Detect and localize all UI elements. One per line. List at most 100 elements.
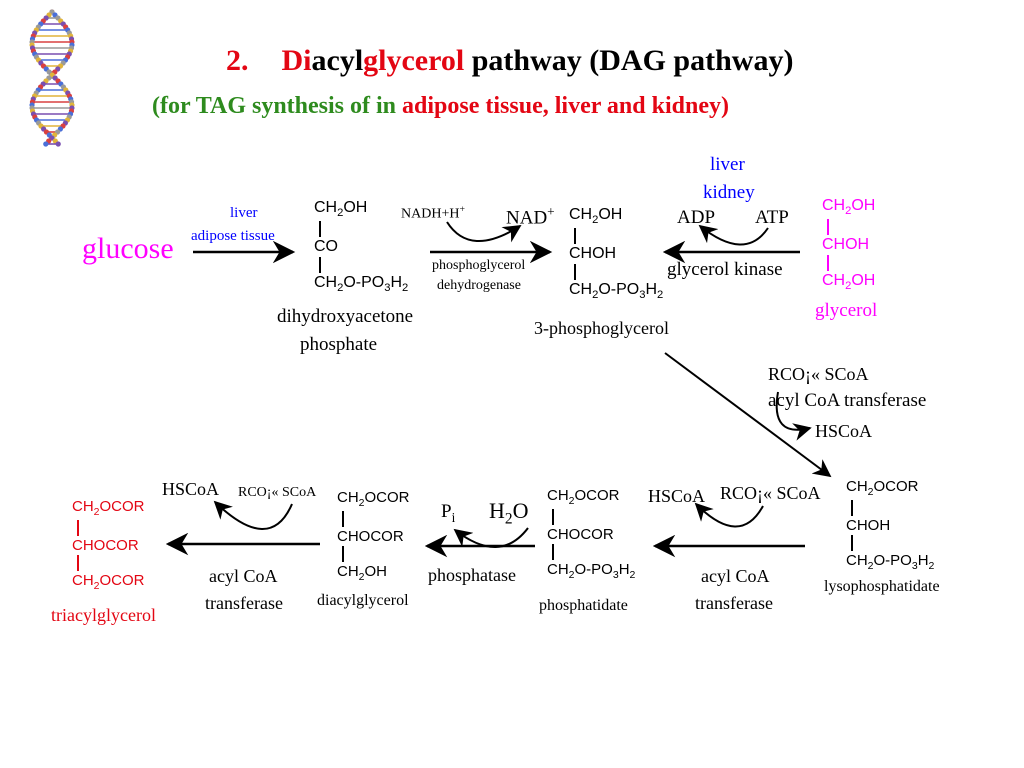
lyso-line-3: CH2O-PO3H2 (846, 551, 935, 572)
bond-line (822, 253, 875, 273)
dhap-line-2: CO (314, 238, 338, 256)
step3-out: HSCoA (648, 486, 706, 506)
title-di: Di (281, 44, 312, 77)
step3-enzyme-2: transferase (695, 593, 773, 613)
dag-structure: CH2OCOR CHOCOR CH2OH (337, 490, 410, 582)
tag-structure: CH2OCOR CHOCOR CH2OCOR (72, 499, 145, 591)
pi-label: Pi (441, 501, 455, 526)
bond-line (846, 533, 934, 553)
tag-name: triacylglycerol (51, 605, 156, 625)
nadh-text: NADH+H (401, 206, 460, 222)
arrow-atp-to-adp (698, 224, 769, 246)
arrow-rcoscoa-to-hscoa-2 (694, 502, 764, 528)
step5-in: RCO¡« SCoA (238, 485, 317, 500)
lyso-line-2: CHOH (846, 516, 891, 534)
dhap-structure: CH2OH CO CH2O-PO3H2 (314, 199, 409, 295)
nadh-label: NADH+H+ (401, 204, 465, 223)
g3p-structure: CH2OH CHOH CH2O-PO3H2 (569, 206, 664, 302)
dag-line-2: CHOCOR (337, 527, 404, 545)
adp-label: ADP (677, 207, 716, 228)
bond-line (569, 262, 663, 282)
water-label: H2O (489, 498, 529, 528)
title-number: 2. (226, 44, 249, 77)
bond-line (547, 507, 635, 527)
nadh-sup: + (459, 204, 465, 215)
bond-line (72, 518, 145, 538)
page-subtitle: (for TAG synthesis of in adipose tissue,… (152, 93, 729, 120)
pa-line-2: CHOCOR (547, 525, 614, 543)
pa-name: phosphatidate (539, 597, 628, 614)
pa-line-1: CH2OCOR (547, 487, 620, 507)
glycerol-line-2: CHOH (822, 236, 870, 254)
dhap-line-3: CH2O-PO3H2 (314, 274, 409, 295)
g3p-line-2: CHOH (569, 245, 617, 263)
bond-line (337, 509, 410, 529)
bond-line (846, 498, 934, 518)
arrow-rcoscoa-to-hscoa-3 (213, 500, 293, 530)
page-title: 2. Diacylglycerol pathway (DAG pathway) (226, 44, 793, 78)
arrow-nadh-to-nad (446, 221, 522, 243)
dag-line-3: CH2OH (337, 562, 388, 583)
g3p-name: 3-phosphoglycerol (534, 318, 669, 338)
step5-out: HSCoA (162, 479, 220, 499)
step2-product: HSCoA (815, 421, 873, 441)
dhap-name-2: phosphate (300, 334, 378, 355)
step2-substrate: RCO¡« SCoA (768, 364, 869, 384)
lyso-name: lysophosphatidate (824, 578, 940, 595)
nad-sup: + (547, 204, 555, 219)
lyso-line-1: CH2OCOR (846, 478, 919, 498)
pa-line-3: CH2O-PO3H2 (547, 560, 636, 581)
kinase-site-kidney: kidney (703, 182, 755, 203)
glucose-site-adipose: adipose tissue (191, 228, 275, 244)
step5-enzyme-2: transferase (205, 593, 283, 613)
subtitle-close: ) (721, 93, 729, 119)
enzyme-glycerol-kinase: glycerol kinase (667, 259, 783, 280)
glycerol-structure: CH2OH CHOH CH2OH (822, 197, 876, 293)
arrow-g3p-to-lyso (664, 352, 832, 478)
kinase-site-liver: liver (710, 154, 745, 175)
enzyme-pgdh-1: phosphoglycerol (432, 258, 526, 273)
dag-name: diacylglycerol (317, 592, 409, 609)
pa-structure: CH2OCOR CHOCOR CH2O-PO3H2 (547, 488, 635, 580)
step5-enzyme-1: acyl CoA (209, 566, 278, 586)
nad-label: NAD+ (506, 204, 555, 229)
arrow-rcoscoa-to-hscoa-1 (775, 391, 812, 441)
glucose-label: glucose (82, 232, 174, 265)
pi-sub: i (451, 509, 456, 525)
glycerol-name: glycerol (815, 300, 878, 321)
title-acyl: acyl (311, 44, 364, 77)
bond-line (72, 553, 145, 573)
title-rest: pathway (DAG pathway) (464, 44, 794, 77)
arrow-water-to-pi (453, 527, 529, 548)
g3p-line-1: CH2OH (569, 206, 623, 227)
dna-helix-icon (29, 9, 75, 147)
tag-line-2: CHOCOR (72, 536, 139, 554)
tag-line-1: CH2OCOR (72, 498, 145, 518)
dna-atom (43, 141, 49, 147)
glycerol-line-1: CH2OH (822, 197, 876, 218)
bond-line (314, 219, 408, 239)
bond-line (822, 217, 875, 237)
lyso-structure: CH2OCOR CHOH CH2O-PO3H2 (846, 479, 934, 571)
step3-in: RCO¡« SCoA (720, 483, 821, 503)
dhap-name-1: dihydroxyacetone (277, 306, 414, 327)
tag-line-3: CH2OCOR (72, 571, 145, 592)
subtitle-tissues: adipose tissue, liver and kidney (402, 93, 721, 119)
dna-atom (55, 141, 61, 147)
subtitle-open: (for TAG synthesis of in (152, 93, 403, 119)
title-glycerol: glycerol (363, 44, 465, 77)
bond-line (547, 542, 635, 562)
bond-line (314, 255, 408, 275)
bond-line (569, 226, 663, 246)
nad-text: NAD (506, 207, 548, 229)
glycerol-line-3: CH2OH (822, 272, 876, 293)
bond-line (337, 544, 410, 564)
enzyme-pgdh-2: dehydrogenase (437, 278, 521, 293)
phosphatase-label: phosphatase (428, 565, 516, 585)
atp-label: ATP (755, 207, 789, 228)
pi-text: P (441, 501, 452, 522)
g3p-line-3: CH2O-PO3H2 (569, 281, 664, 302)
glucose-site-liver: liver (230, 205, 258, 221)
step2-enzyme: acyl CoA transferase (768, 390, 927, 411)
